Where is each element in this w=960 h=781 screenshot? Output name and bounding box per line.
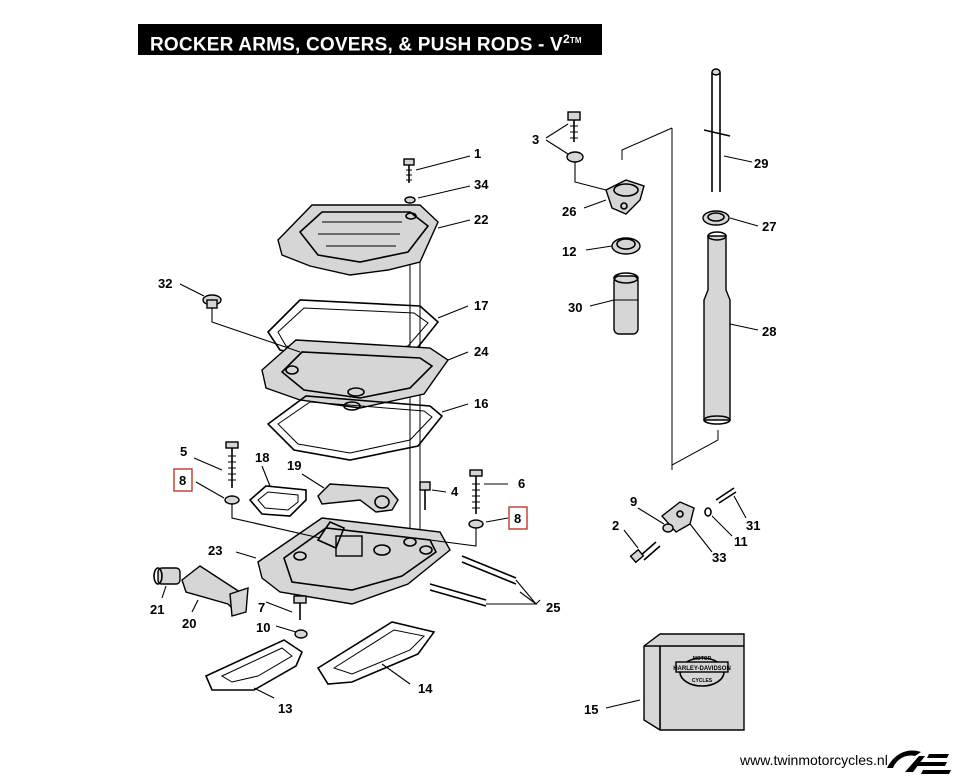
bolt-7 [293,595,307,620]
label-19: 19 [287,458,301,473]
screw-3 [567,111,581,142]
gasket-16 [266,395,444,461]
label-28: 28 [762,324,776,339]
rocker-shaft-20 [181,565,249,617]
washer-8-right [468,519,484,529]
label-21: 21 [150,602,164,617]
screw-1 [403,158,415,183]
label-9: 9 [630,494,637,509]
bolt-6 [469,469,483,514]
site-logo-icon [887,750,951,774]
label-20: 20 [182,616,196,631]
parts-box-15: MOTOR HARLEY-DAVIDSON CYCLES [643,633,745,731]
o-ring-27 [702,210,730,226]
label-12: 12 [562,244,576,259]
label-34: 34 [474,177,489,192]
label-26: 26 [562,204,576,219]
label-8-right: 8 [514,511,521,526]
highlight-box-8-left [173,468,193,492]
label-7: 7 [258,600,265,615]
label-1: 1 [474,146,481,161]
label-10: 10 [256,620,270,635]
washer-3 [566,151,584,163]
label-17: 17 [474,298,488,313]
gasket-13 [204,639,303,691]
label-2: 2 [612,518,619,533]
label-18: 18 [255,450,269,465]
label-8-left: 8 [179,473,186,488]
label-31: 31 [746,518,760,533]
label-4: 4 [451,484,459,499]
part-labels: 1 34 22 32 17 24 16 5 18 19 4 6 8 8 23 2… [150,132,776,717]
rocker-arm-19 [317,483,399,513]
rocker-cover-22 [277,204,439,276]
label-14: 14 [418,681,433,696]
label-32: 32 [158,276,172,291]
bolt-2 [629,541,661,564]
alignment-lines [409,127,719,545]
label-24: 24 [474,344,489,359]
label-22: 22 [474,212,488,227]
washer-8-left [224,495,240,505]
footer-website-url[interactable]: www.twinmotorcycles.nl [740,752,888,768]
gasket-18 [248,485,307,517]
box-brand-mid: HARLEY-DAVIDSON [673,666,731,672]
lifter-30 [613,272,639,335]
washer-9 [662,523,674,533]
label-11: 11 [734,534,748,549]
label-5: 5 [180,444,187,459]
bolt-5 [225,441,239,488]
o-ring-12 [611,237,641,255]
label-30: 30 [568,300,582,315]
label-6: 6 [518,476,525,491]
bolt-4 [419,481,431,510]
label-3: 3 [532,132,539,147]
push-rod-tube-28 [703,231,731,425]
rocker-housing-23 [257,517,451,605]
bushing-21 [153,567,181,585]
box-brand-top: MOTOR [693,656,712,662]
box-brand-bottom: CYCLES [692,678,713,684]
leader-lines [161,123,759,709]
label-16: 16 [474,396,488,411]
highlight-box-8-right [508,506,528,530]
label-29: 29 [754,156,768,171]
washer-10 [294,629,308,639]
label-13: 13 [278,701,292,716]
push-rods-25 [429,555,517,607]
pin-31 [715,487,737,504]
ring-11 [704,507,712,517]
label-27: 27 [762,219,776,234]
gasket-14 [316,621,436,685]
washer-34 [404,196,416,204]
label-15: 15 [584,702,598,717]
page-title: ROCKER ARMS, COVERS, & PUSH RODS - V2TM [138,24,602,55]
label-33: 33 [712,550,726,565]
label-25: 25 [546,600,560,615]
retainer-plate-26 [605,179,645,215]
push-rod-29 [703,68,731,192]
plug-32 [202,294,222,309]
label-23: 23 [208,543,222,558]
